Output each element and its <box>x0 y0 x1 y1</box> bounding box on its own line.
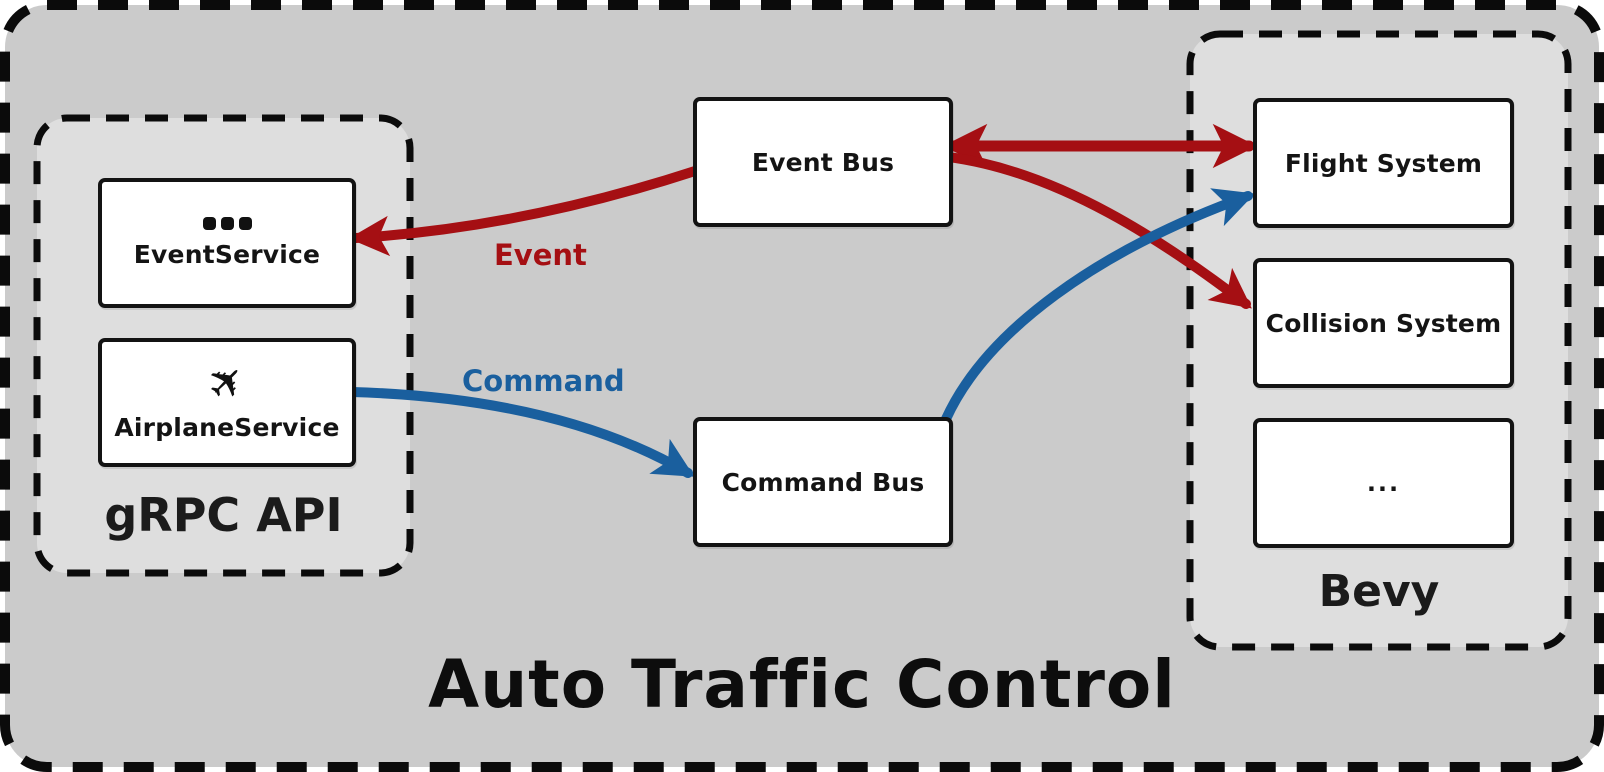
ellipsis-icon <box>202 217 252 230</box>
node-airplane-service: ✈ AirplaneService <box>98 338 356 467</box>
node-event-service: EventService <box>98 178 356 308</box>
diagram-title: Auto Traffic Control <box>428 646 1176 723</box>
collision-system-label: Collision System <box>1265 308 1502 338</box>
flight-system-label: Flight System <box>1284 148 1483 178</box>
edge-eventbus-to-eventservice <box>348 166 700 257</box>
event-edge-label: Event <box>494 238 587 272</box>
node-flight-system: Flight System <box>1253 98 1514 228</box>
event-bus-label: Event Bus <box>751 147 895 177</box>
event-service-label: EventService <box>133 240 321 269</box>
more-systems-label: ... <box>1366 469 1401 497</box>
command-edge-label: Command <box>462 364 625 398</box>
grpc-group-label: gRPC API <box>104 488 343 542</box>
node-collision-system: Collision System <box>1253 258 1514 388</box>
node-event-bus: Event Bus <box>693 97 953 227</box>
edge-airplaneservice-to-commandbus <box>347 387 695 478</box>
bevy-group-label: Bevy <box>1318 566 1440 617</box>
edge-commandbus-to-flightsystem <box>941 188 1255 424</box>
node-command-bus: Command Bus <box>693 417 953 547</box>
command-bus-label: Command Bus <box>721 467 925 497</box>
edge-eventbus-to-collisionsystem <box>944 152 1252 309</box>
airplane-icon: ✈ <box>195 351 258 414</box>
airplane-service-label: AirplaneService <box>114 413 340 442</box>
node-more-systems: ... <box>1253 418 1514 548</box>
